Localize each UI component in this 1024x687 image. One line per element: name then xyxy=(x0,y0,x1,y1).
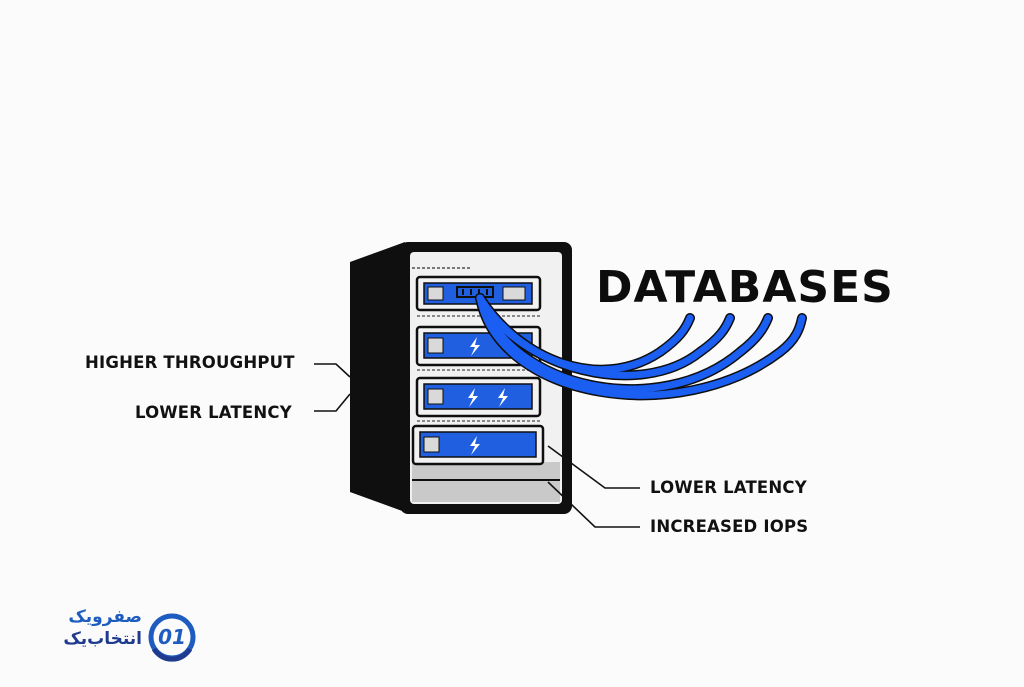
lightning-bolt-icon xyxy=(468,388,478,407)
logo-text: صفرویک انتخاب‌یک xyxy=(24,606,142,650)
label-increased-iops: INCREASED IOPS xyxy=(650,517,809,536)
diagram-title: DATABASES xyxy=(596,262,894,313)
lightning-bolt-icon xyxy=(470,436,480,455)
logo-line-2: انتخاب‌یک xyxy=(63,629,142,649)
brand-logo: صفرویک انتخاب‌یک 01 xyxy=(24,606,224,670)
lightning-bolt-icon xyxy=(470,337,480,356)
label-lower-latency-left: LOWER LATENCY xyxy=(135,403,292,422)
leader-line xyxy=(314,363,351,378)
drive-unit-3 xyxy=(415,376,542,422)
leader-line xyxy=(314,393,351,412)
leader-line xyxy=(547,481,640,528)
logo-mark-icon: 01 xyxy=(148,613,196,662)
lightning-bolt-icon xyxy=(498,388,508,407)
leader-lines xyxy=(314,363,640,528)
cable-icon xyxy=(475,293,807,401)
logo-mark-text: 01 xyxy=(158,625,186,649)
drive-unit-1 xyxy=(415,275,542,317)
label-lower-latency-right: LOWER LATENCY xyxy=(650,478,807,497)
network-port-icon xyxy=(456,286,494,298)
drive-unit-4 xyxy=(411,424,545,466)
logo-line-1: صفرویک xyxy=(68,607,142,627)
leader-line xyxy=(547,445,640,489)
label-higher-throughput: HIGHER THROUGHPUT xyxy=(85,353,295,372)
